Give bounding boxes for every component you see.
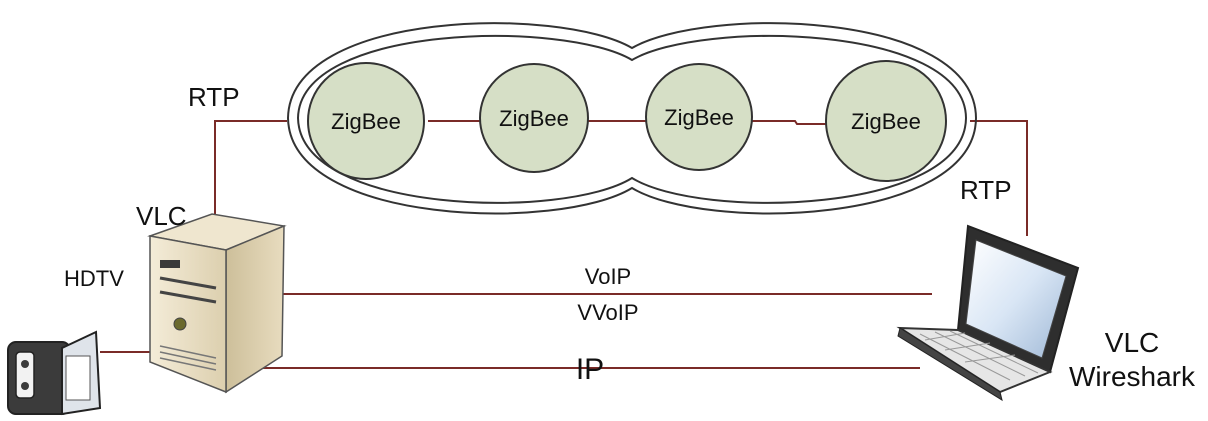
camera-icon xyxy=(7,330,102,416)
zigbee-node-label: ZigBee xyxy=(499,106,569,131)
link-rtp-left xyxy=(214,120,287,233)
links xyxy=(100,120,1028,369)
vlc-server-label: VLC xyxy=(136,201,187,231)
zigbee-node-3: ZigBee xyxy=(645,63,753,171)
zigbee-node-label: ZigBee xyxy=(664,105,734,130)
wireshark-label: Wireshark xyxy=(1069,361,1196,392)
server-icon xyxy=(147,213,287,394)
zigbee-node-1: ZigBee xyxy=(307,62,425,180)
zigbee-node-label: ZigBee xyxy=(331,109,401,134)
voip-label: VoIP xyxy=(585,264,631,289)
rtp-left-label: RTP xyxy=(188,82,240,112)
vlc-laptop-label: VLC xyxy=(1105,327,1159,358)
ip-label: IP xyxy=(576,353,604,386)
vvoip-label: VVoIP xyxy=(577,300,638,325)
link-zigbee-3-4 xyxy=(748,120,826,125)
laptop-icon xyxy=(896,224,1080,402)
zigbee-node-4: ZigBee xyxy=(825,60,947,182)
rtp-right-label: RTP xyxy=(960,175,1012,205)
zigbee-node-2: ZigBee xyxy=(479,63,589,173)
hdtv-label: HDTV xyxy=(64,266,124,291)
link-rtp-right xyxy=(970,120,1028,236)
zigbee-network-cloud xyxy=(286,22,978,215)
zigbee-node-label: ZigBee xyxy=(851,109,921,134)
